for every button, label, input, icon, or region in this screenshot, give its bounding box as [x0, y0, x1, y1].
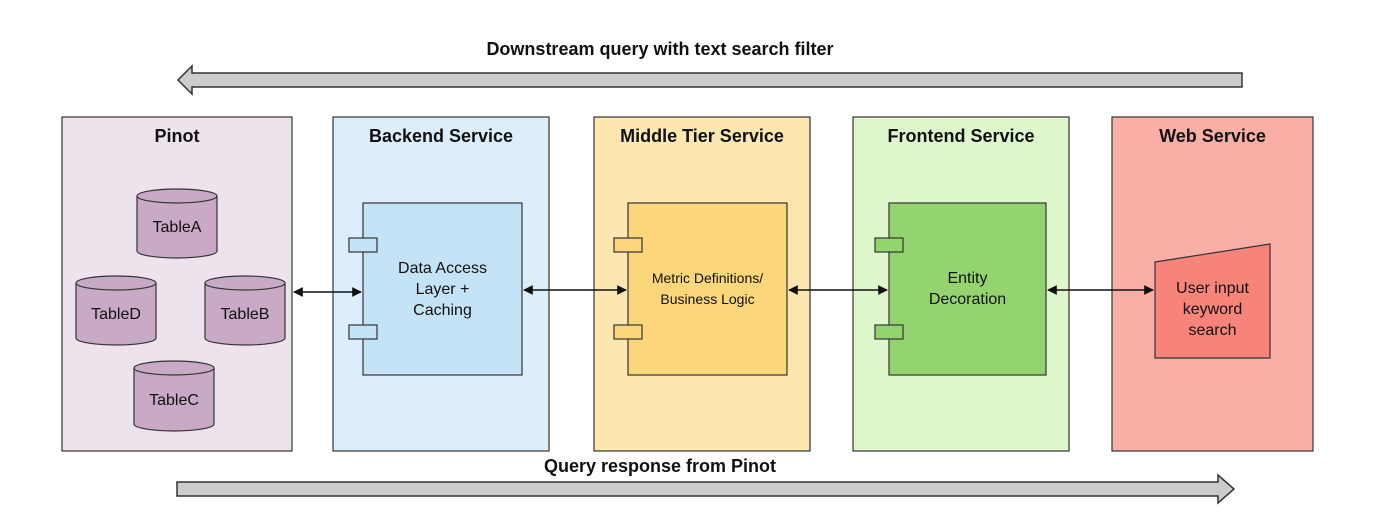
- backend-service-title: Backend Service: [368, 126, 514, 146]
- middle-line-1: Metric Definitions/: [651, 270, 764, 286]
- table-a-cylinder: [136, 188, 218, 259]
- web-line-3: search: [1188, 321, 1237, 339]
- backend-port-top: [348, 237, 378, 253]
- middle-port-top: [613, 237, 643, 253]
- table-b-label: TableB: [220, 306, 270, 323]
- frontend-line-2: Decoration: [928, 291, 1007, 308]
- frontend-component-text: Entity Decoration: [889, 203, 1046, 375]
- table-c-label: TableC: [149, 392, 199, 409]
- table-d-label: TableD: [91, 306, 141, 323]
- web-service-title: Web Service: [1159, 126, 1266, 146]
- table-d-cylinder: [75, 275, 157, 346]
- backend-port-bottom: [348, 324, 378, 340]
- web-component-text: User input keyword search: [1155, 260, 1270, 358]
- frontend-service-title: Frontend Service: [887, 126, 1035, 146]
- query-response-arrow: [176, 473, 1236, 505]
- backend-line-3: Caching: [413, 301, 472, 319]
- table-a-label: TableA: [152, 219, 202, 236]
- downstream-query-label: Downstream query with text search filter: [486, 39, 834, 59]
- frontend-component: [874, 202, 1047, 376]
- table-c-cylinder: [133, 360, 215, 432]
- web-line-2: keyword: [1182, 300, 1243, 318]
- middle-component-text: Metric Definitions/ Business Logic: [628, 203, 787, 375]
- query-response-label: Query response from Pinot: [543, 456, 777, 476]
- middle-port-bottom: [613, 324, 643, 340]
- downstream-query-arrow: [176, 64, 1243, 96]
- frontend-port-top: [874, 237, 904, 253]
- middle-line-2: Business Logic: [660, 291, 755, 307]
- backend-component: [348, 202, 523, 376]
- middle-component: [613, 202, 788, 376]
- middle-tier-service-title: Middle Tier Service: [620, 126, 784, 146]
- web-line-1: User input: [1176, 279, 1249, 297]
- web-input-shape: [1154, 243, 1271, 359]
- table-b-cylinder: [204, 275, 286, 346]
- backend-line-2: Layer +: [415, 280, 470, 298]
- backend-component-text: Data Access Layer + Caching: [363, 203, 522, 375]
- frontend-port-bottom: [874, 324, 904, 340]
- frontend-line-1: Entity: [947, 270, 988, 287]
- backend-line-1: Data Access: [398, 259, 487, 277]
- pinot-title: Pinot: [154, 126, 200, 146]
